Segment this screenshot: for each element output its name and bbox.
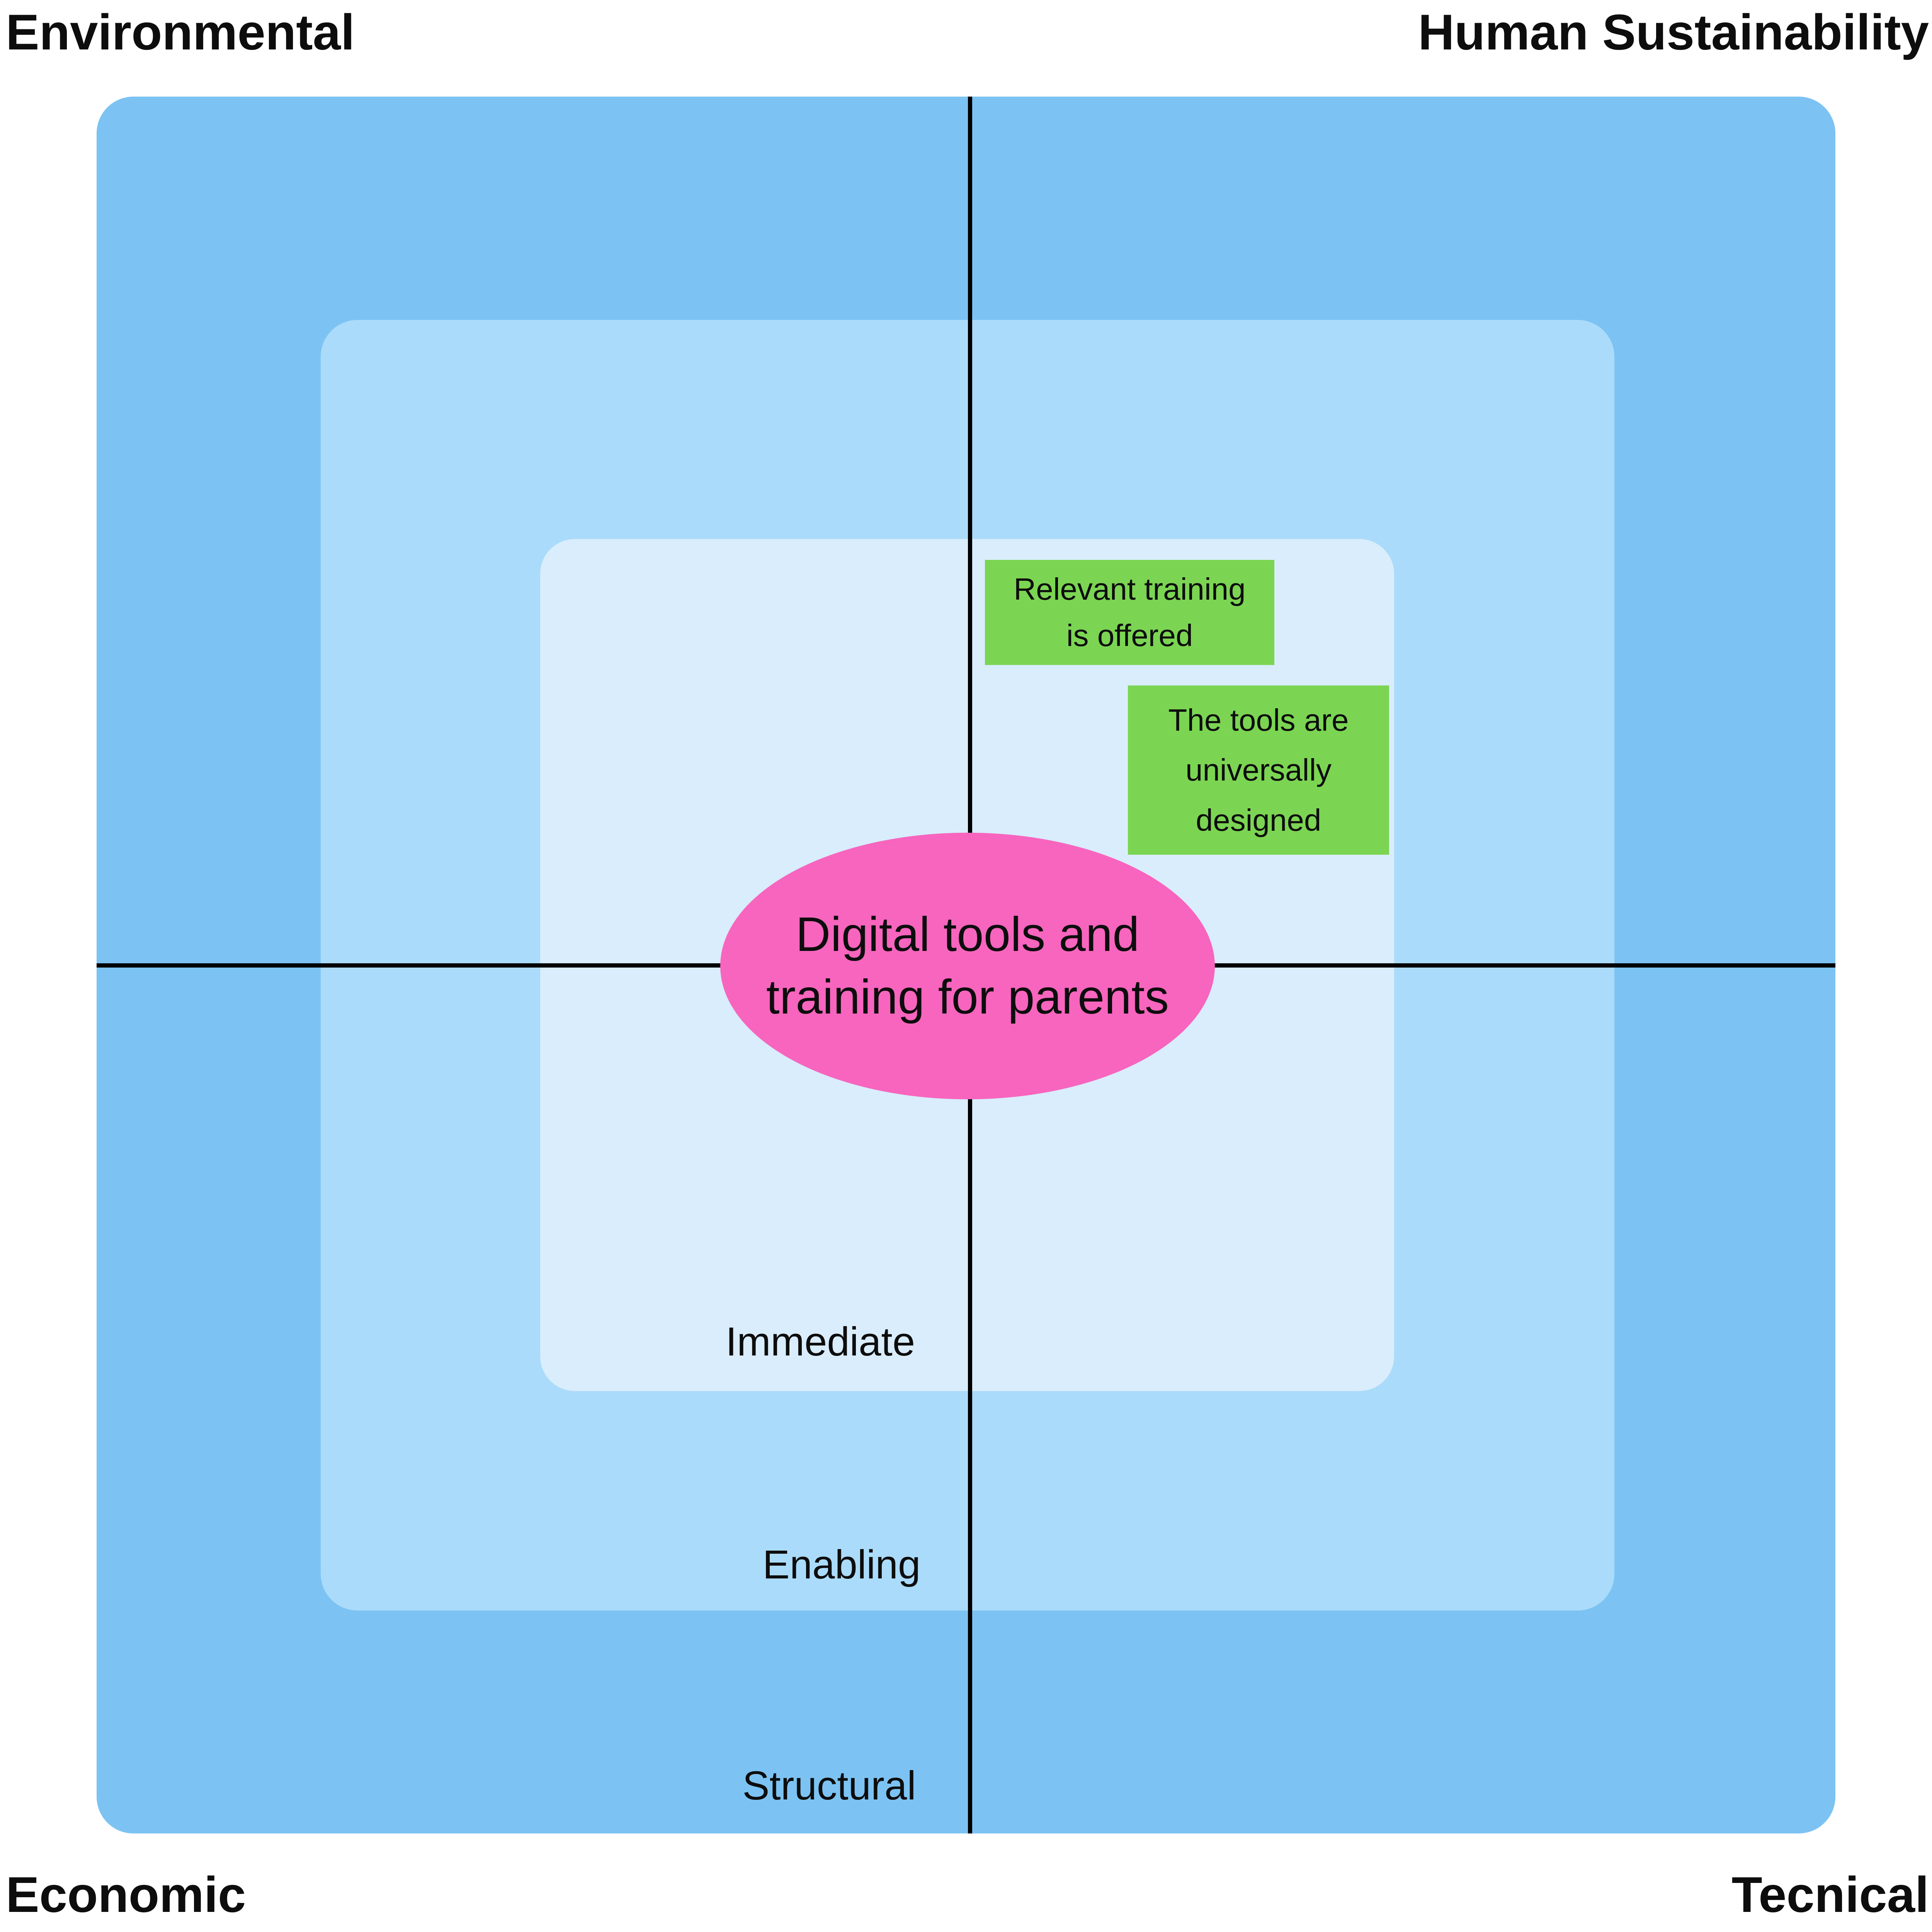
ring-label-immediate: Immediate <box>725 1319 915 1364</box>
note-text-line: universally <box>1185 753 1332 787</box>
note-text-line: Relevant training <box>1014 572 1246 606</box>
center-topic-line: Digital tools and <box>796 907 1139 961</box>
note-relevant-training: Relevant training is offered <box>985 560 1274 665</box>
corner-label-economic: Economic <box>6 1866 246 1923</box>
note-text-line: is offered <box>1066 618 1193 653</box>
note-text-line: designed <box>1196 803 1321 837</box>
note-text-line: The tools are <box>1168 702 1349 737</box>
corner-label-environmental: Environmental <box>6 4 355 60</box>
note-universally-designed: The tools are universally designed <box>1128 685 1389 855</box>
corner-label-human-sustainability: Human Sustainability <box>1418 4 1929 60</box>
ring-label-structural: Structural <box>742 1763 916 1808</box>
center-topic-ellipse: Digital tools and training for parents <box>720 833 1215 1099</box>
corner-label-tecnical: Tecnical <box>1731 1866 1929 1923</box>
center-topic-line: training for parents <box>766 970 1169 1024</box>
ring-label-enabling: Enabling <box>762 1542 921 1587</box>
